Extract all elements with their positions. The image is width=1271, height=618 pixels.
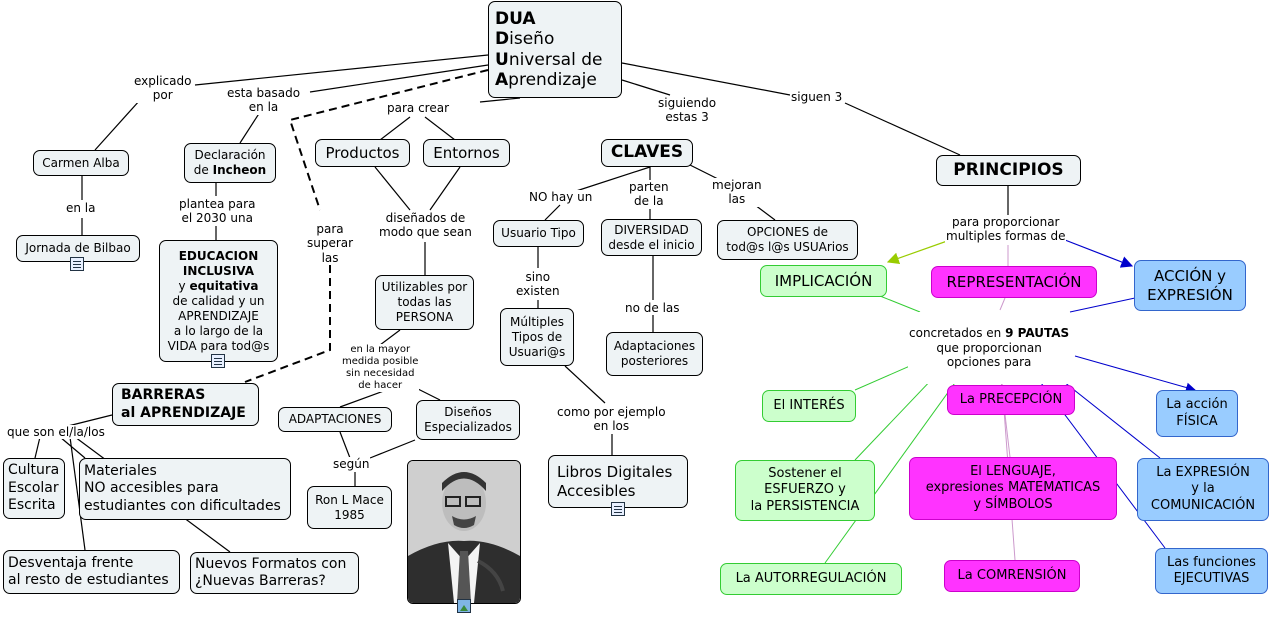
label-no-hay-un: NO hay un [528,190,594,205]
node-multiples-tipos[interactable]: Múltiples Tipos de Usuari@s [500,308,574,366]
label-mejoran: mejoran las [711,178,763,207]
node-principios[interactable]: PRINCIPIOS [936,155,1081,186]
image-icon[interactable] [457,599,471,613]
node-accion-expresion[interactable]: ACCIÓN y EXPRESIÓN [1134,260,1246,311]
label-esta-basado: esta basado en la [226,86,302,115]
node-utilizables[interactable]: Utilizables por todas las PERSONA [375,275,474,330]
node-funciones-ejecutivas[interactable]: Las funciones EJECUTIVAS [1155,548,1268,594]
title-line-1: Diseño [495,29,555,50]
label-para-proporcionar: para proporcionar multiples formas de [945,215,1067,244]
title-acronym: DUA [495,8,536,29]
label-segun: según [332,457,371,472]
label-que-son: que son el/la/los [6,425,106,440]
label-parten: parten de la [628,180,670,209]
title-line-3: Aprendizaje [495,69,597,90]
node-esfuerzo[interactable]: Sostener el ESFUERZO y la PERSISTENCIA [735,460,875,521]
label-en-la-mayor: en la mayor medida posible sin necesidad… [341,344,420,392]
node-implicacion[interactable]: IMPLICACIÓN [760,265,887,297]
node-diversidad[interactable]: DIVERSIDAD desde el inicio [601,219,702,256]
node-educacion-inclusiva[interactable]: EDUCACION INCLUSIVA y equitativa de cali… [159,240,278,362]
document-icon[interactable] [611,502,625,516]
node-accion-fisica[interactable]: La acción FÍSICA [1156,390,1238,437]
node-desventaja[interactable]: Desventaja frente al resto de estudiante… [3,550,180,594]
node-claves[interactable]: CLAVES [601,139,693,167]
node-barreras[interactable]: BARRERAS al APRENDIZAJE [112,383,259,426]
label-para-superar: para superar las [306,222,355,266]
person-image [408,461,520,603]
node-disenos-especializados[interactable]: Diseños Especializados [416,400,520,440]
node-opciones-usuarios[interactable]: OPCIONES de tod@s l@s USUArios [717,220,858,260]
node-nuevos-formatos[interactable]: Nuevos Formatos con ¿Nuevas Barreras? [190,552,359,594]
node-expresion-comunicacion[interactable]: La EXPRESIÓN y la COMUNICACIÓN [1137,458,1269,521]
node-adaptaciones[interactable]: ADAPTACIONES [278,407,392,432]
node-carmen-alba[interactable]: Carmen Alba [33,150,129,176]
label-siguiendo: siguiendo estas 3 [657,96,718,125]
node-lenguaje[interactable]: El LENGUAJE, expresiones MATEMATICAS y S… [909,457,1117,520]
document-icon[interactable] [70,257,84,271]
label-para-crear: para crear [386,101,451,116]
label-como-por-ejemplo: como por ejemplo en los [556,405,667,434]
node-interes[interactable]: El INTERÉS [762,390,856,422]
title-line-2: Universal de [495,49,603,70]
node-adaptaciones-posteriores[interactable]: Adaptaciones posteriores [606,332,703,376]
label-siguen-3: siguen 3 [790,90,844,105]
node-comprension[interactable]: La COMRENSIÓN [944,560,1080,592]
node-representacion[interactable]: REPRESENTACIÓN [931,266,1097,298]
label-en-la: en la [65,201,97,216]
document-icon[interactable] [211,354,225,368]
title-node[interactable]: DUA Diseño Universal de Aprendizaje [488,1,622,98]
node-autorregulacion[interactable]: La AUTORREGULACIÓN [720,563,902,595]
label-disenados: diseñados de modo que sean [378,211,473,240]
node-libros-digitales[interactable]: Libros Digitales Accesibles [548,455,688,508]
node-productos[interactable]: Productos [315,139,410,167]
label-plantea: plantea para el 2030 una [178,197,257,226]
label-explicado-por: explicado por [133,74,193,103]
label-no-de-las: no de las [624,301,681,316]
node-ron-mace[interactable]: Ron L Mace 1985 [307,486,392,529]
node-usuario-tipo[interactable]: Usuario Tipo [493,220,584,247]
portrait-photo[interactable] [407,460,521,604]
node-cultura-escolar[interactable]: Cultura Escolar Escrita [3,458,65,519]
label-concretados: concretados en 9 PAUTAS que proporcionan… [908,312,1071,384]
label-sino-existen: sino existen [515,270,561,299]
node-entornos[interactable]: Entornos [423,139,510,167]
node-declaracion-incheon[interactable]: Declaración de Incheon [184,143,276,183]
node-materiales[interactable]: Materiales NO accesibles para estudiante… [79,458,291,520]
node-precepcion[interactable]: La PRECEPCIÓN [947,385,1075,415]
